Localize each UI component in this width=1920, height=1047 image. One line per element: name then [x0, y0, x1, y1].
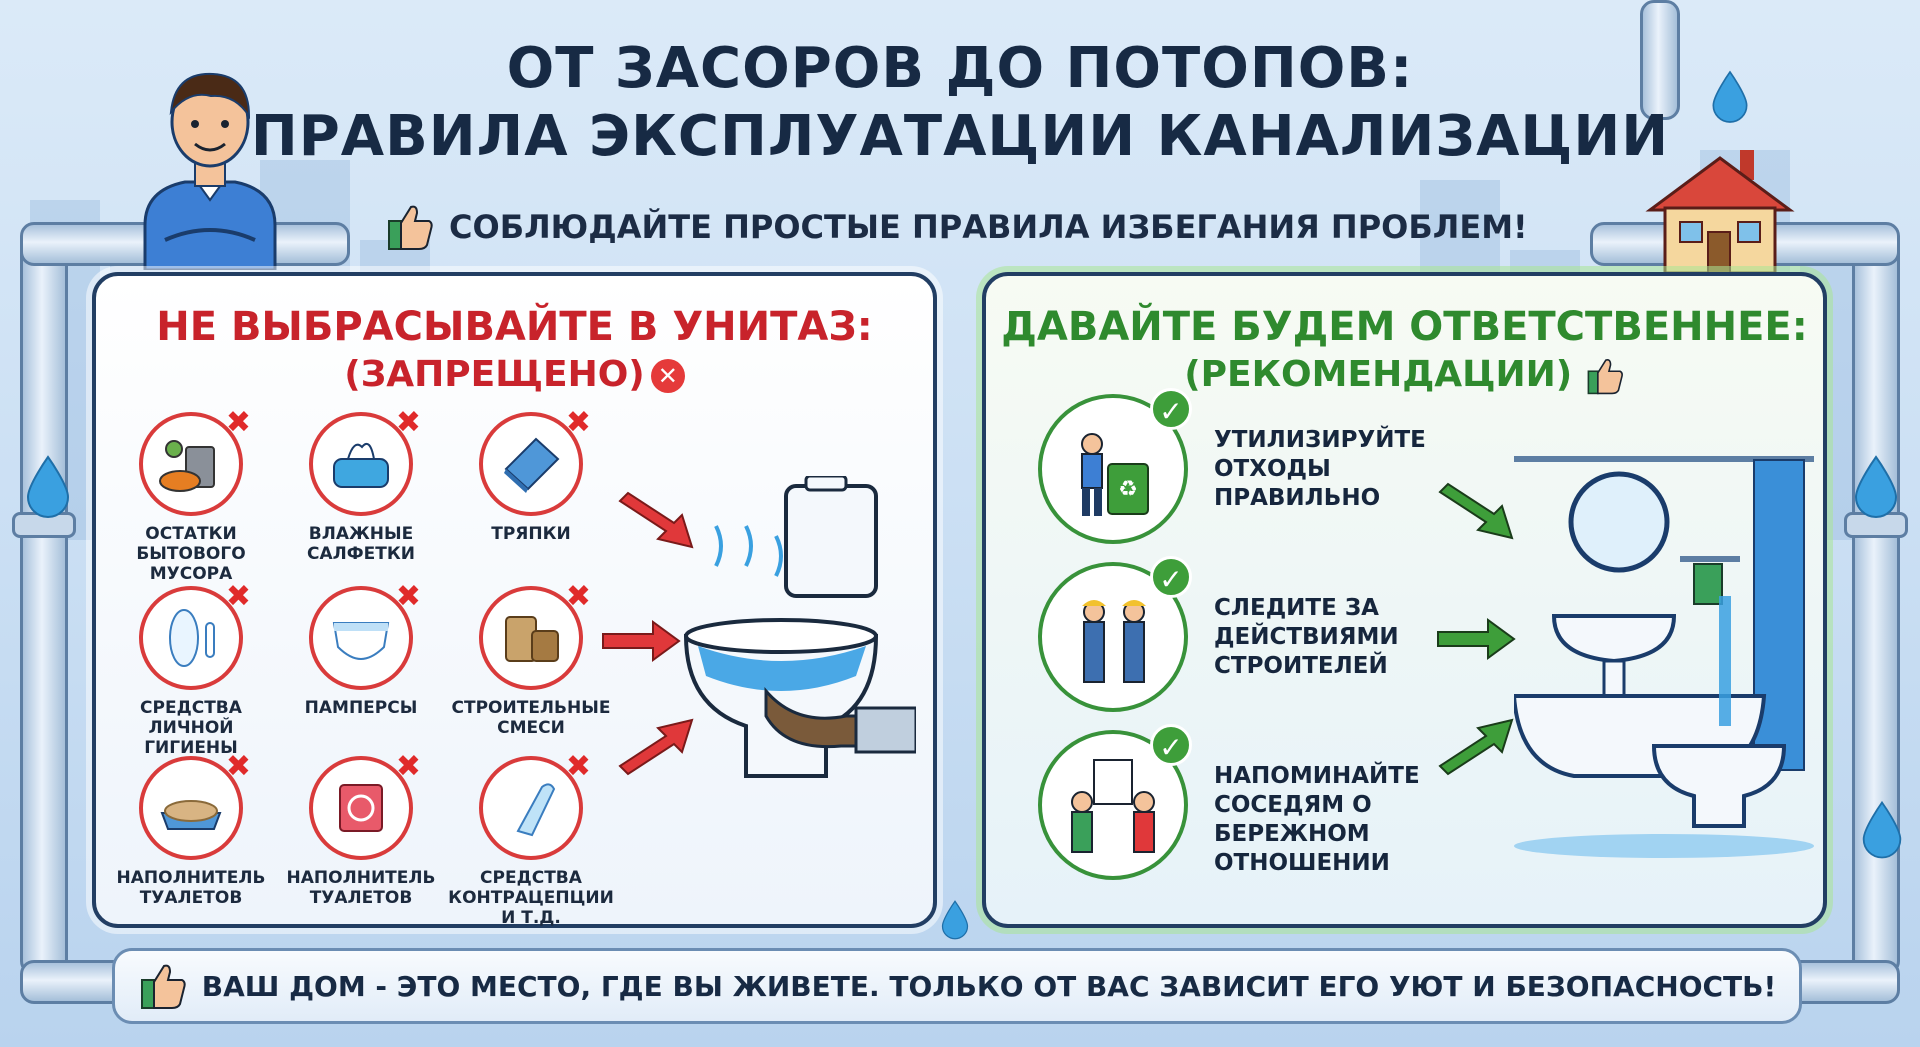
rag-icon [504, 437, 560, 493]
checkmark-icon: ✓ [1150, 388, 1192, 430]
condom-icon [516, 783, 556, 837]
recommendations-heading: ДАВАЙТЕ БУДЕМ ОТВЕТСТВЕННЕЕ: [1001, 304, 1808, 350]
cement-bag-icon [505, 616, 559, 662]
checkmark-icon: ✓ [1150, 556, 1192, 598]
cross-icon: ✖ [565, 749, 591, 784]
prohibited-item: ✖ ОСТАТКИ БЫТОВОГО МУСОРА [106, 408, 276, 585]
prohibited-item-label: СТРОИТЕЛЬНЫЕ СМЕСИ [451, 698, 611, 738]
cross-icon: ✖ [225, 749, 251, 784]
cross-icon: ✖ [565, 405, 591, 440]
cross-icon: ✖ [395, 749, 421, 784]
prohibited-item: ✖ СРЕДСТВА ЛИЧНОЙ ГИГИЕНЫ [106, 582, 276, 758]
recommendations-subheading: (РЕКОМЕНДАЦИИ) [986, 354, 1823, 395]
cross-icon: ✖ [225, 579, 251, 614]
recommendation-item: ✓ СЛЕДИТЕ ЗА ДЕЙСТВИЯМИ СТРОИТЕЛЕЙ [1038, 556, 1558, 722]
green-arrow-icon [1438, 482, 1514, 540]
neighbors-icon [1071, 759, 1155, 853]
cross-icon: ✖ [565, 579, 591, 614]
prohibited-item: ✖ СРЕДСТВА КОНТРАЦЕПЦИИ И Т.Д. [446, 752, 616, 929]
prohibited-item: ✖ ВЛАЖНЫЕ САЛФЕТКИ [276, 408, 446, 565]
prohibited-item-label: ПАМПЕРСЫ [304, 698, 418, 718]
prohibited-item: ✖ СТРОИТЕЛЬНЫЕ СМЕСИ [446, 582, 616, 739]
red-arrow-icon [602, 620, 681, 662]
checkmark-icon: ✓ [1150, 724, 1192, 766]
house-illustration [1645, 150, 1795, 275]
prohibited-heading: НЕ ВЫБРАСЫВАЙТЕ В УНИТАЗ: [156, 304, 873, 350]
prohibited-item-label: СРЕДСТВА ЛИЧНОЙ ГИГИЕНЫ [140, 698, 242, 758]
page-title-line-2: ПРАВИЛА ЭКСПЛУАТАЦИИ КАНАЛИЗАЦИИ [250, 104, 1670, 169]
page-title-line-1: ОТ ЗАСОРОВ ДО ПОТОПОВ: [506, 36, 1414, 101]
clean-bathroom-illustration [1514, 456, 1814, 858]
green-arrow-icon [1437, 618, 1516, 660]
prohibited-item: ✖ ТРЯПКИ [446, 408, 616, 544]
pipe-right-vertical [1852, 235, 1900, 975]
recommendation-text: НАПОМИНАЙТЕ СОСЕДЯМ О БЕРЕЖНОМ ОТНОШЕНИИ [1214, 763, 1420, 876]
recommendations-subheading-text: (РЕКОМЕНДАЦИИ) [1184, 354, 1573, 395]
prohibited-item-label: СРЕДСТВА КОНТРАЦЕПЦИИ И Т.Д. [448, 868, 614, 928]
svg-text:♻: ♻ [1118, 477, 1138, 502]
recycling-bin-icon: ♻ [1081, 433, 1149, 516]
prohibited-item-label: ОСТАТКИ БЫТОВОГО МУСОРА [136, 524, 246, 584]
subtitle-text: СОБЛЮДАЙТЕ ПРОСТЫЕ ПРАВИЛА ИЗБЕГАНИЯ ПРО… [449, 208, 1528, 246]
footer-banner: ВАШ ДОМ - ЭТО МЕСТО, ГДЕ ВЫ ЖИВЕТЕ. ТОЛЬ… [112, 948, 1802, 1024]
prohibited-subheading: (ЗАПРЕЩЕНО)✕ [96, 354, 933, 395]
prohibited-item-label: НАПОЛНИТЕЛЬ ТУАЛЕТОВ [116, 868, 266, 908]
builders-icon [1082, 600, 1146, 683]
food-waste-icon [159, 440, 215, 492]
cross-icon: ✖ [395, 579, 421, 614]
footer-text: ВАШ ДОМ - ЭТО МЕСТО, ГДЕ ВЫ ЖИВЕТЕ. ТОЛЬ… [201, 969, 1777, 1003]
water-drop-icon [1862, 800, 1902, 859]
prohibited-item-label: НАПОЛНИТЕЛЬ ТУАЛЕТОВ [286, 868, 436, 908]
condom-packet-icon [339, 784, 383, 832]
prohibited-item: ✖ ПАМПЕРСЫ [276, 582, 446, 719]
subtitle: СОБЛЮДАЙТЕ ПРОСТЫЕ ПРАВИЛА ИЗБЕГАНИЯ ПРО… [385, 203, 1528, 251]
cross-icon: ✖ [395, 405, 421, 440]
water-drop-icon [1854, 455, 1898, 518]
thumbs-up-icon [1587, 359, 1623, 395]
recommendation-item: ♻ ✓ УТИЛИЗИРУЙТЕ ОТХОДЫ ПРАВИЛЬНО [1038, 388, 1558, 554]
red-arrow-icon [618, 491, 694, 549]
green-arrow-icon [1438, 718, 1514, 776]
pipe-left-vertical [20, 235, 68, 975]
recommendation-item: ✓ НАПОМИНАЙТЕ СОСЕДЯМ О БЕРЕЖНОМ ОТНОШЕН… [1038, 724, 1558, 890]
cross-icon: ✖ [225, 405, 251, 440]
prohibited-panel: НЕ ВЫБРАСЫВАЙТЕ В УНИТАЗ: (ЗАПРЕЩЕНО)✕ ✖… [92, 272, 937, 928]
recommendation-text: УТИЛИЗИРУЙТЕ ОТХОДЫ ПРАВИЛЬНО [1214, 427, 1426, 511]
litter-tray-icon [160, 800, 222, 830]
prohibited-item: ✖ НАПОЛНИТЕЛЬ ТУАЛЕТОВ [276, 752, 446, 909]
water-drop-icon [941, 900, 969, 940]
red-arrow-icon [618, 718, 694, 776]
pipe-top-right-riser [1640, 0, 1680, 120]
prohibited-item: ✖ НАПОЛНИТЕЛЬ ТУАЛЕТОВ [106, 752, 276, 909]
diaper-icon [332, 622, 390, 661]
thumbs-up-icon [140, 964, 186, 1009]
wet-wipes-icon [333, 443, 389, 488]
prohibited-subheading-text: (ЗАПРЕЩЕНО) [344, 354, 645, 395]
recommendations-panel: ДАВАЙТЕ БУДЕМ ОТВЕТСТВЕННЕЕ: (РЕКОМЕНДАЦ… [982, 272, 1827, 928]
hygiene-pad-icon [169, 609, 215, 667]
man-character-illustration [143, 72, 277, 270]
water-drop-icon [26, 455, 70, 518]
prohibited-item-label: ВЛАЖНЫЕ САЛФЕТКИ [307, 524, 415, 564]
water-drop-icon [1712, 70, 1748, 123]
prohibited-x-icon: ✕ [650, 359, 685, 393]
recommendation-text: СЛЕДИТЕ ЗА ДЕЙСТВИЯМИ СТРОИТЕЛЕЙ [1214, 595, 1399, 679]
clogged-toilet-illustration [683, 476, 916, 778]
prohibited-item-label: ТРЯПКИ [491, 524, 571, 544]
thumbs-up-icon [388, 205, 433, 250]
